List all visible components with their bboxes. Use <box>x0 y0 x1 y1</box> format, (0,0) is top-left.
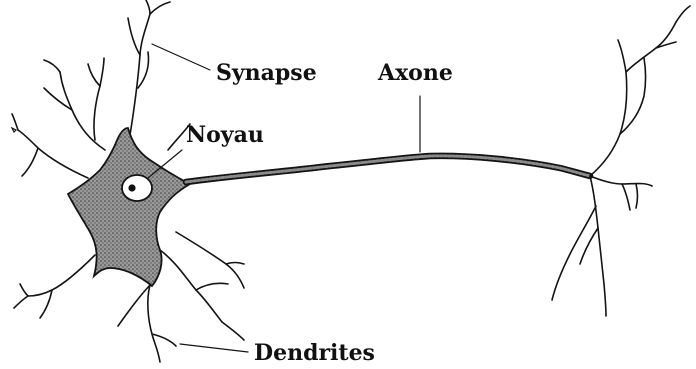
dendrites-label: Dendrites <box>254 340 375 366</box>
dendrites-pointer <box>180 344 248 352</box>
axon-terminals <box>552 6 690 316</box>
noyau-label: Noyau <box>186 122 264 148</box>
nucleolus <box>128 184 135 191</box>
nucleus <box>122 175 152 201</box>
soma <box>68 128 190 286</box>
axone-label: Axone <box>377 60 453 86</box>
synapse-pointer <box>152 44 210 70</box>
synapse-label: Synapse <box>216 60 317 86</box>
